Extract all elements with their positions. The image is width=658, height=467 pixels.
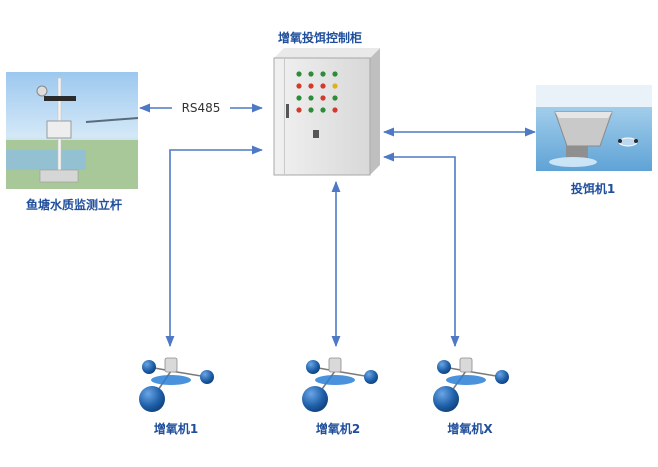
control-cabinet (273, 48, 380, 176)
aerator-x-device (433, 357, 509, 412)
feeder-photo (536, 85, 652, 171)
aerator-1-device (139, 357, 214, 412)
aerator-2-device (302, 357, 378, 412)
aerator-1-label: 增氧机1 (153, 422, 199, 436)
rs485-label: RS485 (172, 101, 230, 115)
aerator-2-label: 增氧机2 (315, 422, 361, 436)
aerator-x-label: 增氧机X (447, 422, 493, 436)
link-aerator-x (382, 152, 460, 348)
control-cabinet-label: 增氧投饵控制柜 (277, 31, 362, 45)
indicator-lights (296, 71, 338, 113)
connectors (138, 103, 537, 348)
link-aerator-1 (165, 145, 264, 348)
monitoring-pole-photo (6, 72, 139, 189)
monitoring-pole-label: 鱼塘水质监测立杆 (25, 198, 122, 212)
feeder-label: 投饵机1 (570, 182, 616, 196)
